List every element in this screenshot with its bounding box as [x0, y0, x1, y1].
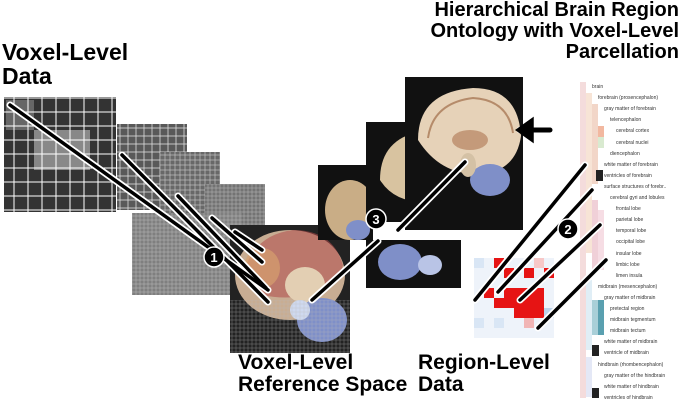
title-line: Reference Space	[238, 373, 408, 397]
ontology-item-label: surface structures of forebr..	[604, 183, 667, 190]
ontology-item-label: forebrain (prosencephalon)	[598, 95, 659, 102]
step-badge-1: 1	[203, 246, 225, 268]
ontology-item-label: limen insula	[616, 272, 643, 279]
connector-lines-dark	[8, 103, 608, 330]
ontology-item-label: midbrain (mesencephalon)	[598, 283, 658, 290]
ontology-item-label: pretectal region	[610, 306, 645, 312]
ontology-item-label: hindbrain (rhombencephalon)	[598, 361, 664, 368]
reference-space-title: Voxel-Level Reference Space	[238, 351, 408, 397]
ontology-item-label: white matter of hindbrain	[604, 383, 659, 390]
ontology-item-label: temporal lobe	[616, 228, 647, 235]
step-label-1: 1	[210, 250, 217, 265]
ontology-item-label: ventricles of forebrain	[604, 172, 652, 179]
ontology-item-label: gray matter of forebrain	[604, 106, 656, 113]
hierarchical-ontology-title: Hierarchical Brain Region Ontology with …	[430, 0, 679, 63]
step-badge-2: 2	[557, 218, 579, 240]
title-line: Data	[418, 373, 464, 397]
step-badge-3: 3	[365, 208, 387, 230]
ontology-item-label: white matter of midbrain	[604, 339, 658, 346]
step-label-2: 2	[564, 222, 571, 237]
brain-slice-stack	[318, 77, 523, 288]
ontology-item-label: limbic lobe	[616, 261, 640, 268]
ontology-item-label: frontal lobe	[616, 206, 641, 213]
ontology-item-label: cerebral gyri and lobules	[610, 195, 665, 201]
ontology-item-label: ventricle of midbrain	[604, 350, 649, 357]
ontology-tree: brain forebrain (prosencephalon) gray matt…	[580, 80, 685, 402]
ontology-item-label: telencephalon	[610, 117, 642, 124]
voxel-level-data-title: Voxel-Level Data	[2, 40, 128, 88]
title-line: Voxel-Level	[238, 351, 354, 374]
title-line: Parcellation	[565, 41, 679, 63]
ontology-item-label: diencephalon	[610, 150, 640, 157]
step-label-3: 3	[372, 212, 379, 227]
ontology-item-label: insular lobe	[616, 250, 642, 257]
ontology-item-label: brain	[592, 84, 604, 90]
ontology-item-label: gray matter of midbrain	[604, 294, 656, 301]
title-line: Voxel-Level	[2, 39, 129, 65]
ontology-item-label: ventricles of hindbrain	[604, 394, 653, 401]
ontology-item-label: cerebral cortex	[616, 128, 650, 135]
ontology-item-label: white matter of forebrain	[604, 161, 658, 168]
title-line: Ontology with Voxel-Level	[430, 20, 679, 42]
title-line: Data	[2, 63, 52, 90]
ontology-item-label: cerebral nuclei	[616, 139, 649, 146]
ontology-item-label: gray matter of the hindbrain	[604, 372, 666, 379]
ontology-item-label: occipital lobe	[616, 239, 645, 246]
region-level-data-title: Region-Level Data	[418, 351, 550, 397]
ontology-item-label: midbrain tectum	[610, 328, 646, 335]
ontology-item-label: parietal lobe	[616, 217, 644, 224]
ontology-item-label: midbrain tegmentum	[610, 317, 656, 324]
title-line: Hierarchical Brain Region	[434, 0, 679, 21]
title-line: Region-Level	[418, 351, 550, 374]
